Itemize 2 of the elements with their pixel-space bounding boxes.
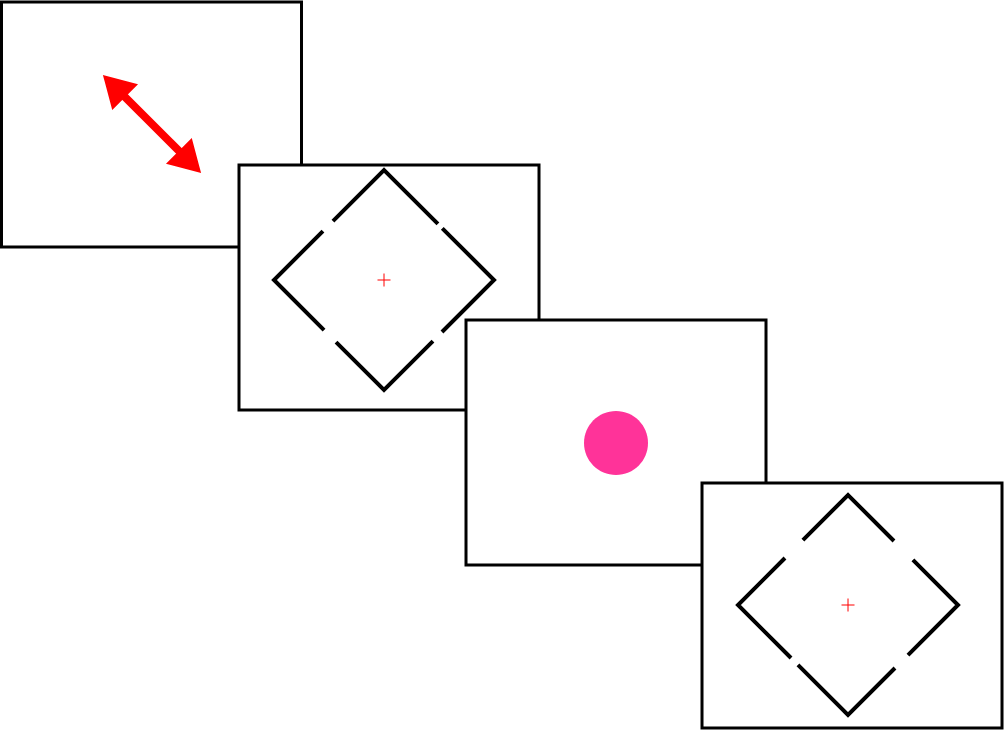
screen-frame	[0, 0, 303, 249]
screen-frame	[700, 481, 1004, 730]
